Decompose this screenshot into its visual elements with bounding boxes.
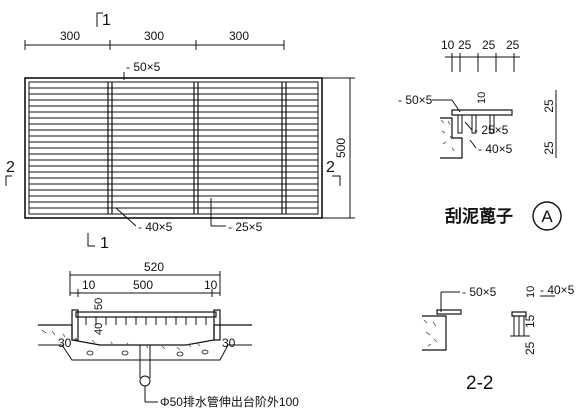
dim-2-vertical-25: 25 — [523, 341, 537, 355]
section-2-2-title: 2-2 — [466, 373, 493, 394]
plan-view: 1 300 300 300 - 50×5 — [5, 12, 355, 252]
section-mark-top: 1 — [102, 12, 111, 29]
dim-1-overall: 520 — [144, 260, 164, 274]
dim-1-part-1: 10 — [82, 278, 96, 292]
pit-outline — [38, 324, 252, 346]
section-1-1: 520 10 500 10 50 40 — [38, 260, 299, 409]
section-mark-right: 2 — [326, 159, 335, 176]
dim-a-vertical: 10 — [476, 92, 488, 104]
drain-pipe — [139, 375, 151, 387]
dim-1-vertical-40: 40 — [93, 323, 105, 335]
label-flat-bar-top: - 50×5 — [126, 60, 161, 74]
section-2-2: - 50×5 10 15 25 - 40×5 2-2 — [422, 283, 575, 394]
label-2-right: - 40×5 — [540, 283, 575, 297]
section-marker-top-line — [96, 12, 103, 27]
detail-a: 10 25 25 25 - 50×5 10 25 25 - 25×5 - 40×… — [398, 38, 562, 231]
section-marker-right-line — [332, 175, 341, 186]
dim-top-2: 300 — [144, 29, 164, 43]
grating-bars — [29, 87, 318, 209]
label-bottom-right: - 25×5 — [228, 220, 263, 234]
section-mark-bottom: 1 — [100, 235, 109, 252]
dim-a-top-3: 25 — [482, 38, 496, 52]
drain-note: Φ50排水管伸出台阶外100 — [160, 394, 299, 409]
detail-marker-circle — [532, 201, 562, 231]
detail-a-title: 刮泥蓖子 — [445, 206, 513, 226]
dim-top-1: 300 — [60, 29, 80, 43]
label-a-top: - 50×5 — [398, 93, 433, 107]
dim-a-top-1: 10 — [441, 38, 455, 52]
dim-a-top-4: 25 — [506, 38, 520, 52]
dim-1-part-2: 500 — [133, 278, 153, 292]
dim-a-right-1: 25 — [542, 99, 556, 113]
section-marker-left-line — [5, 175, 12, 186]
label-a-mid: - 25×5 — [474, 123, 509, 137]
label-a-bottom: - 40×5 — [478, 142, 513, 156]
dim-1-left: 30 — [58, 336, 72, 350]
dim-1-vertical-50: 50 — [93, 298, 105, 310]
dim-top-3: 300 — [229, 29, 249, 43]
section-mark-left: 2 — [6, 159, 15, 176]
dim-right: 500 — [334, 138, 348, 158]
dim-1-right: 30 — [222, 336, 236, 350]
label-2-left: - 50×5 — [462, 285, 497, 299]
dim-2-vertical-10: 10 — [525, 286, 537, 298]
grating-outline — [24, 77, 323, 219]
dim-a-top-2: 25 — [458, 38, 472, 52]
section-marker-bottom-line — [87, 233, 95, 247]
dim-1-part-3: 10 — [204, 278, 218, 292]
concrete-edge-a — [440, 117, 463, 159]
detail-a-marker: A — [541, 207, 553, 226]
concrete-edge-2-2 — [422, 315, 447, 351]
label-bottom-left: - 40×5 — [138, 220, 173, 234]
dim-2-vertical-15: 15 — [523, 314, 537, 328]
support-bars — [107, 82, 287, 214]
dim-a-right-2: 25 — [542, 141, 556, 155]
